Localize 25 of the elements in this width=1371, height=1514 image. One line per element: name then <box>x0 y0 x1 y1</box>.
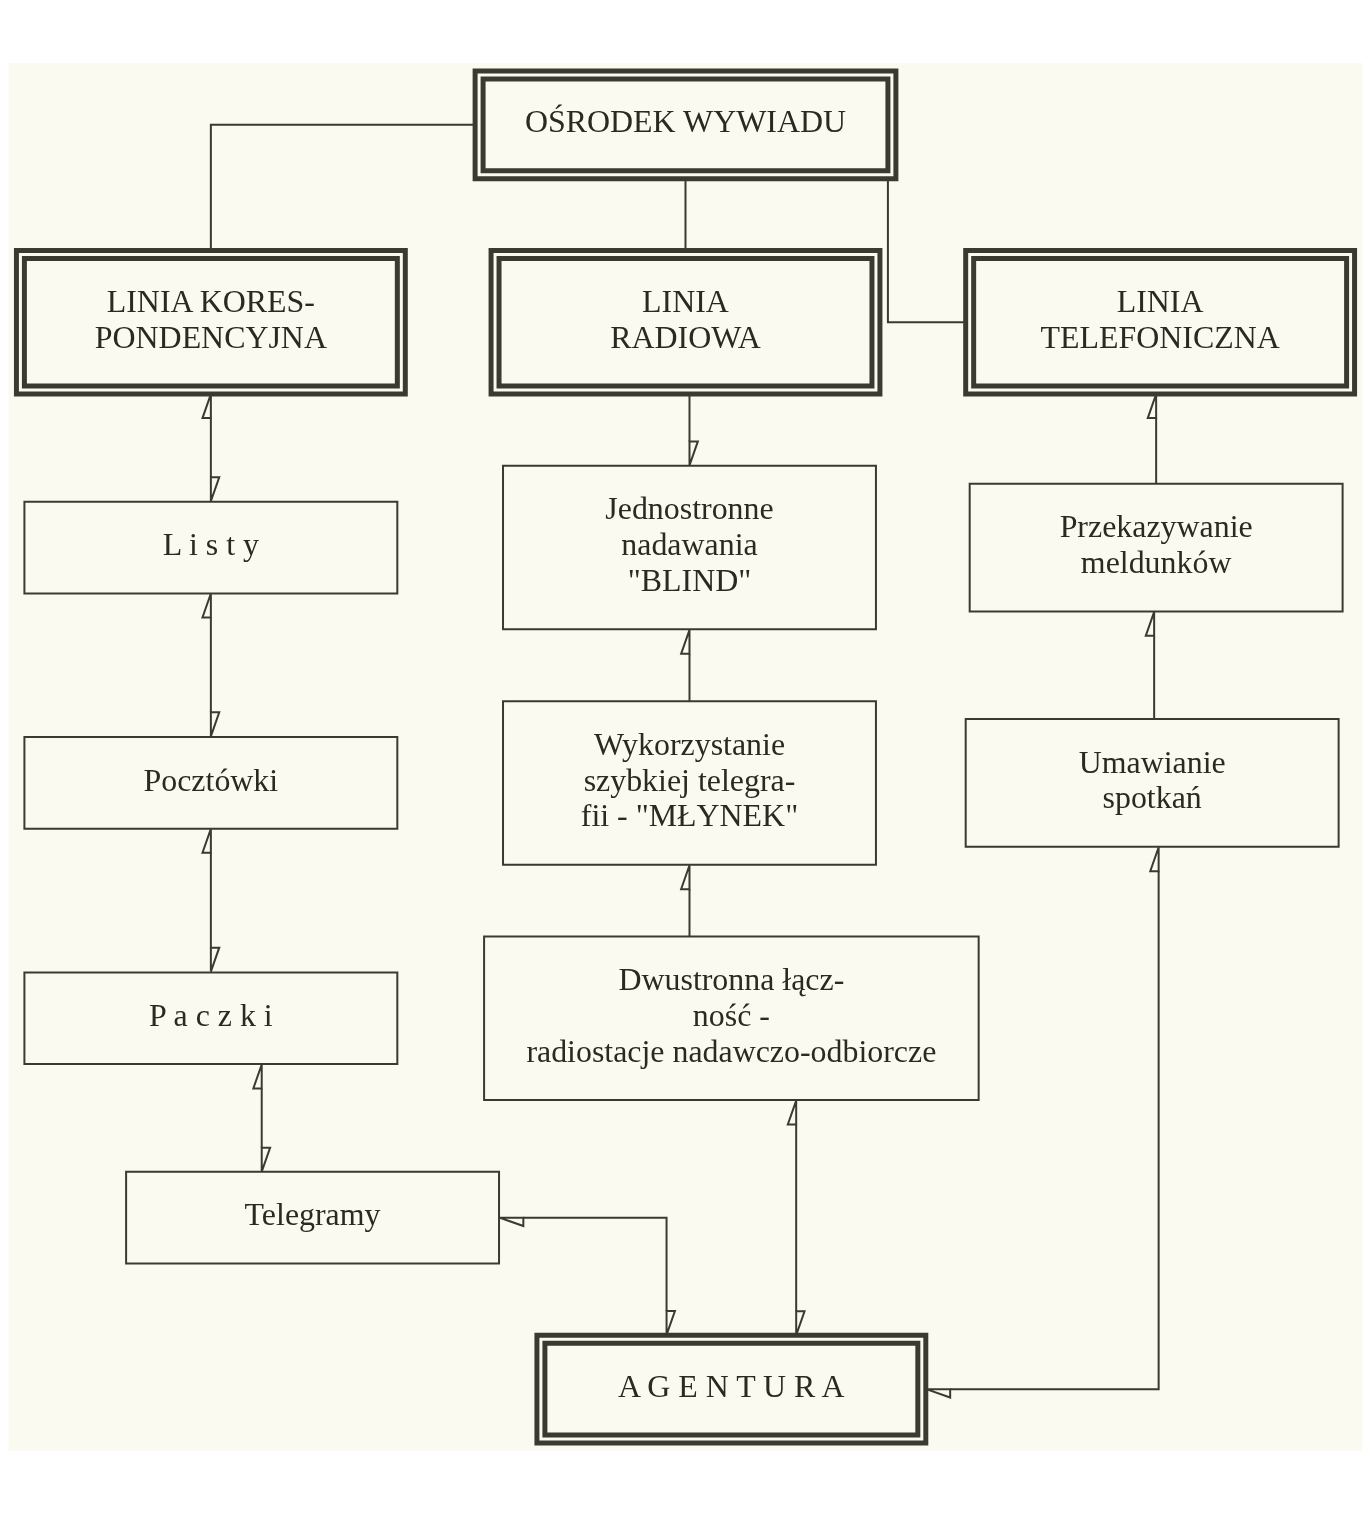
node-box: OŚRODEK WYWIADU <box>472 68 899 182</box>
node-box: Pocztówki <box>23 736 399 830</box>
arrow <box>925 846 1160 1399</box>
node-box: L i s t y <box>23 500 399 595</box>
node-box: Umawianie spotkań <box>964 718 1340 848</box>
node-box: LINIA RADIOWA <box>488 247 883 397</box>
node-box: Przekazywanie meldunków <box>968 482 1344 613</box>
arrow <box>251 1063 272 1173</box>
arrow <box>679 864 691 938</box>
arrow <box>679 628 691 703</box>
node-box: Dwustronna łącz- ność - radiostacje nadawczo-odbiorcze <box>483 935 980 1101</box>
node-box: A G E N T U R A <box>534 1332 929 1446</box>
node-box: LINIA KORES- PONDENCYJNA <box>13 247 408 397</box>
node-box: Telegramy <box>125 1170 501 1265</box>
node-box: Wykorzystanie szybkiej telegra- fii - "MŁYNEK" <box>502 700 877 866</box>
arrow <box>201 393 221 503</box>
arrow <box>201 827 221 973</box>
arrow <box>498 1216 677 1336</box>
node-box: LINIA TELEFONICZNA <box>963 247 1358 397</box>
node-box: Jednostronne nadawania "BLIND" <box>502 464 877 631</box>
arrow <box>201 592 221 738</box>
arrow <box>1146 393 1158 485</box>
arrow <box>688 393 700 467</box>
node-box: P a c z k i <box>23 971 399 1066</box>
arrow <box>1144 610 1156 720</box>
